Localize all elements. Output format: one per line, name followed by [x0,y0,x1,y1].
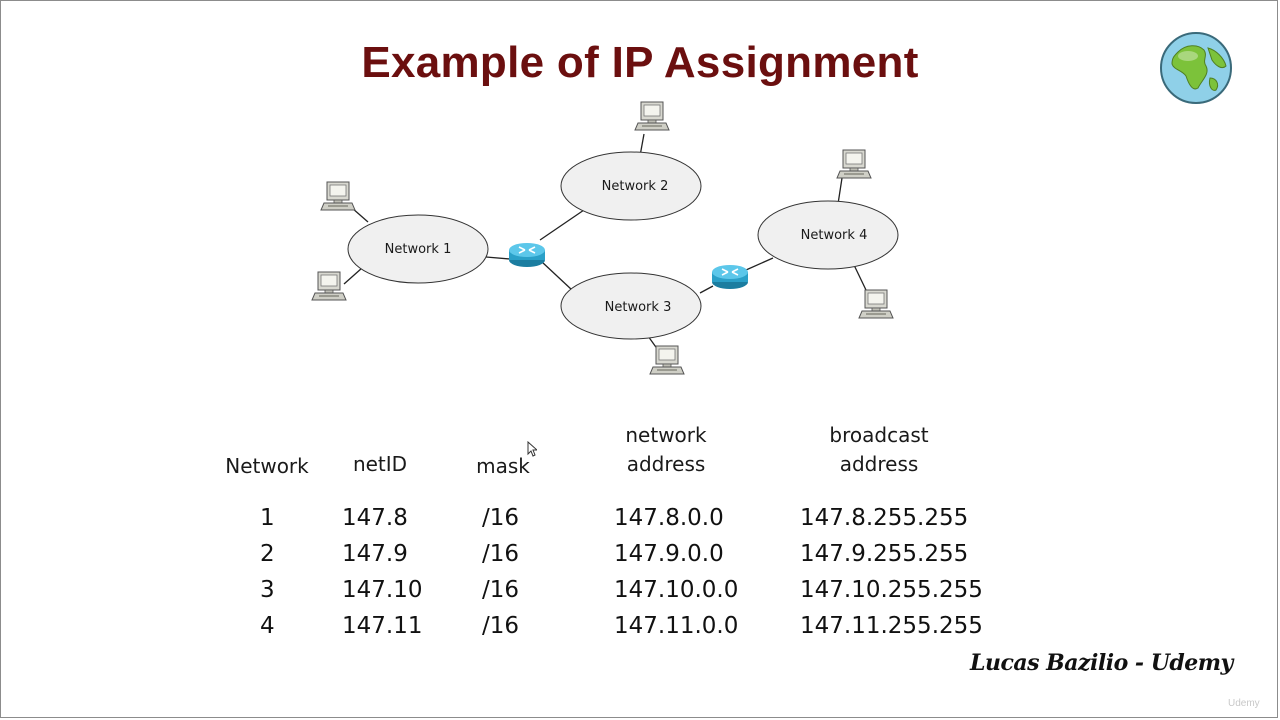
header-broadcast-address-line1: broadcast [829,423,929,447]
network-4-label: Network 4 [801,228,868,243]
network-2-label: Network 2 [602,179,669,194]
cell-broadcast-address: 147.11.255.255 [800,613,983,639]
router-icon [711,264,749,290]
cell-network: 1 [260,505,275,531]
cell-network-address: 147.11.0.0 [614,613,739,639]
cell-network-address: 147.8.0.0 [614,505,724,531]
cell-network: 3 [260,577,275,603]
header-network: Network [225,454,309,478]
cell-mask: /16 [482,541,520,567]
header-broadcast-address-line2: address [839,452,919,476]
desktop-computer-icon [836,149,872,179]
cell-mask: /16 [482,577,520,603]
network-3-label: Network 3 [605,300,672,315]
cell-netid: 147.11 [342,613,423,639]
cell-network-address: 147.9.0.0 [614,541,724,567]
desktop-computer-icon [634,101,670,131]
cell-network: 4 [260,613,275,639]
udemy-watermark: Udemy [1228,698,1260,709]
cell-network-address: 147.10.0.0 [614,577,739,603]
header-network-address: network address [606,421,726,479]
globe-icon [1160,32,1232,104]
network-4-node: Network 4 [757,200,899,270]
network-3-node: Network 3 [560,272,702,340]
header-network-address-line1: network [625,423,707,447]
cell-mask: /16 [482,505,520,531]
cell-mask: /16 [482,613,520,639]
cell-network: 2 [260,541,275,567]
desktop-computer-icon [320,181,356,211]
network-1-label: Network 1 [385,242,452,257]
desktop-computer-icon [649,345,685,375]
router-icon [508,242,546,268]
header-mask: mask [476,454,530,478]
network-2-node: Network 2 [560,151,702,221]
author-signature: Lucas Bazilio - Udemy [970,650,1233,676]
header-network-address-line2: address [626,452,706,476]
slide-title: Example of IP Assignment [361,38,919,87]
cell-broadcast-address: 147.9.255.255 [800,541,969,567]
cell-netid: 147.9 [342,541,408,567]
cell-netid: 147.8 [342,505,408,531]
header-netid: netID [352,452,408,476]
desktop-computer-icon [858,289,894,319]
desktop-computer-icon [311,271,347,301]
network-1-node: Network 1 [347,214,489,284]
mouse-cursor-icon [527,441,537,457]
cell-broadcast-address: 147.8.255.255 [800,505,969,531]
header-broadcast-address: broadcast address [814,421,944,479]
cell-netid: 147.10 [342,577,423,603]
cell-broadcast-address: 147.10.255.255 [800,577,983,603]
